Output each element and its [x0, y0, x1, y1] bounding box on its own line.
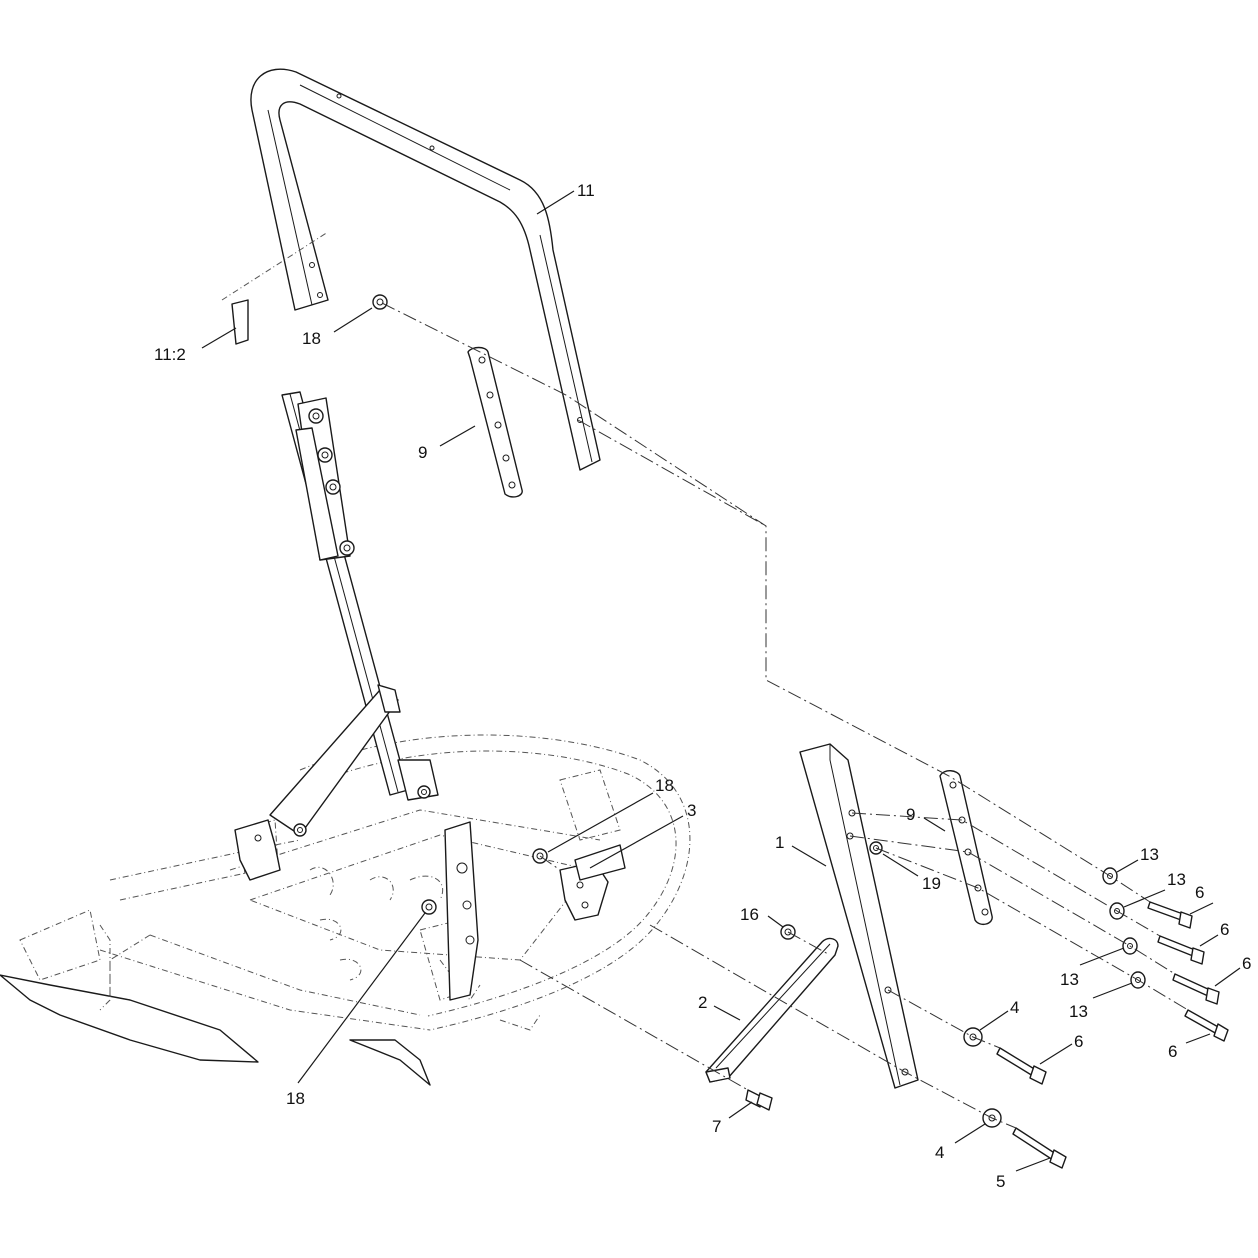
callout-6-a: 6 — [1195, 883, 1204, 902]
callout-6-c: 6 — [1242, 954, 1251, 973]
callout-7: 7 — [712, 1117, 721, 1136]
callout-4-b: 4 — [935, 1143, 944, 1162]
frame-bracket-left — [234, 819, 281, 881]
callout-13-c: 13 — [1060, 970, 1079, 989]
callout-11-2: 11:2 — [154, 345, 186, 364]
callout-9-right: 9 — [906, 805, 915, 824]
callout-18-mid: 18 — [655, 776, 674, 795]
callout-18-top: 18 — [302, 329, 321, 348]
nut-18-bottom — [421, 899, 437, 915]
callout-5: 5 — [996, 1172, 1005, 1191]
callout-11: 11 — [577, 181, 595, 200]
callout-13-d: 13 — [1069, 1002, 1088, 1021]
bolt-6-c — [1172, 973, 1220, 1005]
callout-1: 1 — [775, 833, 784, 852]
callout-6-b: 6 — [1220, 920, 1229, 939]
callout-4-a: 4 — [1010, 998, 1019, 1017]
callout-16: 16 — [740, 905, 759, 924]
callout-6-d: 6 — [1168, 1042, 1177, 1061]
bolt-6-e — [996, 1047, 1047, 1085]
rollbar-upper — [250, 68, 601, 471]
plate-9-top — [467, 346, 523, 498]
bolt-6-a — [1147, 901, 1193, 929]
callouts: 11 11:2 18 9 18 3 1 9 19 13 13 6 6 13 6 … — [154, 181, 1251, 1191]
bolt-6-b — [1157, 935, 1205, 965]
brace-2 — [705, 937, 839, 1083]
callout-9-top: 9 — [418, 443, 427, 462]
callout-3: 3 — [687, 801, 696, 820]
bolt-5 — [1012, 1127, 1067, 1169]
decal — [221, 231, 329, 345]
nut-18-top — [372, 294, 388, 310]
bolt-7 — [745, 1089, 773, 1111]
assembly-lines — [381, 302, 1189, 1129]
plate-9-right — [939, 770, 993, 926]
bolt-6-d — [1184, 1009, 1229, 1042]
upright-1 — [799, 743, 919, 1089]
center-support-plate — [444, 821, 479, 1001]
callout-18-bottom: 18 — [286, 1089, 305, 1108]
bracket-3 — [559, 844, 626, 921]
callout-19: 19 — [922, 874, 941, 893]
callout-13-a: 13 — [1140, 845, 1159, 864]
callout-2: 2 — [698, 993, 707, 1012]
callout-13-b: 13 — [1167, 870, 1186, 889]
callout-6-e: 6 — [1074, 1032, 1083, 1051]
rops-left-upright — [269, 391, 439, 837]
